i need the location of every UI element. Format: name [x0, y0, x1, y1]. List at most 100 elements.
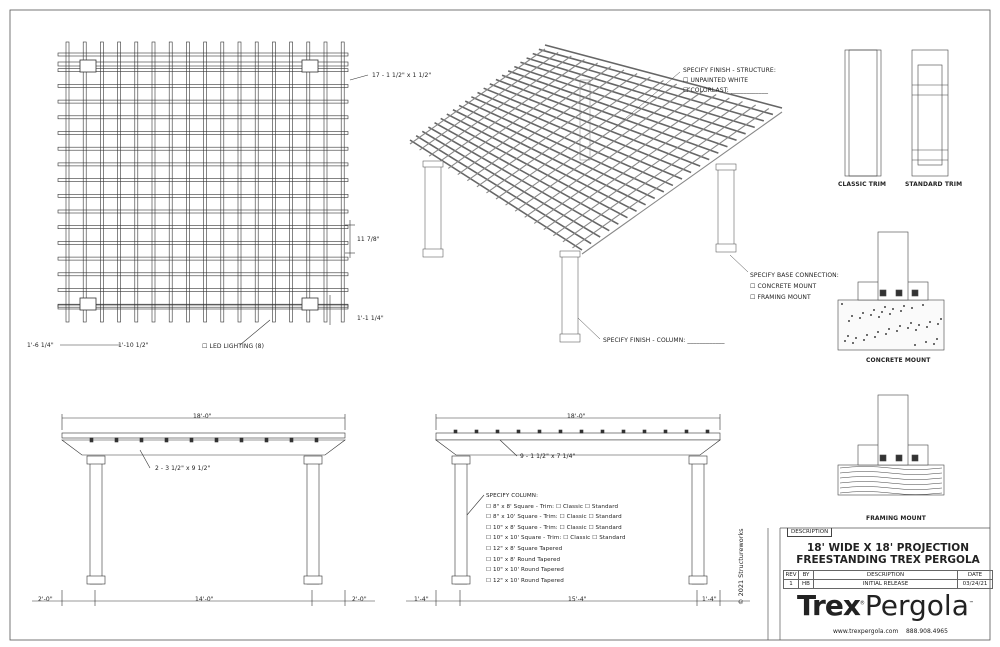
column-option[interactable]: ☐ 8" x 10' Square - Trim: ☐ Classic ☐ St… [486, 514, 622, 521]
elevation-column [454, 457, 468, 585]
rev-description: INITIAL RELEASE [813, 579, 958, 589]
plan-slat [57, 225, 349, 229]
leader [349, 74, 369, 81]
aggregate-dot [913, 343, 916, 346]
column-option[interactable]: ☐ 10" x 8' Square - Trim: ☐ Classic ☐ St… [486, 524, 622, 531]
title-block: DESCRIPTION 18' WIDE X 18' PROJECTION FR… [783, 528, 993, 638]
plan-rafter [100, 41, 104, 323]
perspective-slat [440, 117, 628, 219]
aggregate-dot [854, 336, 857, 339]
column-option[interactable]: ☐ 12" x 8' Square Tapered [486, 545, 563, 552]
column-spec: SPECIFY COLUMN: ☐ 8" x 8' Square - Trim:… [486, 491, 625, 586]
slat-end [537, 429, 542, 434]
registered-mark: ® [859, 600, 865, 607]
copyright: © 2021 Structureworks [737, 528, 745, 605]
bolt [895, 454, 903, 462]
plan-column-bracket [79, 59, 97, 73]
slats-label: 17 - 1 1/2" x 1 1/2" [372, 72, 432, 79]
plan-column-bracket [301, 59, 319, 73]
aggregate-dot [936, 322, 939, 325]
column-cap [559, 250, 581, 258]
aggregate-dot [888, 312, 891, 315]
website[interactable]: www.trexpergola.com [833, 628, 899, 635]
aggregate-dot [861, 311, 864, 314]
perspective-rafter [505, 83, 677, 206]
left-overall-dim: 18'-0" [193, 413, 212, 420]
aggregate-dot [924, 340, 927, 343]
aggregate-dot [925, 325, 928, 328]
sheet-border [9, 9, 991, 641]
option-framing-mount[interactable]: ☐ FRAMING MOUNT [750, 294, 811, 301]
plan-slat [57, 162, 349, 167]
column-base [559, 333, 581, 343]
perspective-rafter [467, 69, 625, 182]
column-base [688, 575, 708, 585]
perspective-rafter [514, 87, 691, 212]
column-option[interactable]: ☐ 10" x 10' Round Tapered [486, 567, 564, 574]
wood-grain [839, 481, 943, 485]
aggregate-dot [880, 310, 883, 313]
aggregate-dot [899, 309, 902, 312]
right-dim-1: 1'-4" [414, 596, 429, 603]
perspective-rafter [486, 76, 651, 194]
aggregate-dot [858, 316, 861, 319]
left-dim-label: 1'-6 1/4" [27, 342, 54, 349]
option-concrete-mount[interactable]: ☐ CONCRETE MOUNT [750, 283, 817, 290]
option-colorlast[interactable]: ☐ COLORLAST: ____________ [683, 87, 769, 94]
slat-end [579, 429, 584, 434]
column-option[interactable]: ☐ 10" x 10' Square - Trim: ☐ Classic ☐ S… [486, 535, 626, 542]
perspective-rafter [581, 111, 783, 255]
option-unpainted-white[interactable]: ☐ UNPAINTED WHITE [683, 77, 749, 84]
perspective-rafter [428, 55, 572, 157]
plan-view [57, 41, 369, 346]
rev-date: 03/24/21 [957, 579, 993, 589]
plan-slat [57, 178, 349, 182]
slat-end [558, 429, 563, 434]
standard-trim-shaft [917, 64, 943, 166]
phone: 888.908.4965 [905, 628, 948, 635]
aggregate-dot [846, 334, 849, 337]
slat-end [474, 429, 479, 434]
column-option[interactable]: ☐ 12" x 10' Round Tapered [486, 577, 564, 584]
plan-rafter [82, 41, 87, 323]
perspective-slat [520, 61, 746, 135]
plan-rafter [289, 41, 293, 323]
column-base [86, 575, 106, 585]
aggregate-dot [869, 313, 872, 316]
plan-rafter [306, 41, 311, 323]
column-base [303, 575, 323, 585]
by-header: BY [798, 570, 814, 580]
aggregate-dot [883, 305, 886, 308]
plan-rafter [151, 41, 156, 323]
perspective-rafter [572, 108, 770, 249]
rafter-dim-label: 1'-10 1/2" [118, 342, 149, 349]
base-connection-spec: SPECIFY BASE CONNECTION: ☐ CONCRETE MOUN… [750, 270, 839, 303]
column-cap [422, 160, 444, 168]
aggregate-dot [851, 341, 854, 344]
framing-mount-label: FRAMING MOUNT [866, 515, 926, 522]
aggregate-dot [843, 339, 846, 342]
perspective-rafter [524, 90, 704, 218]
column-option[interactable]: ☐ 8" x 8' Square - Trim: ☐ Classic ☐ Sta… [486, 503, 619, 510]
plan-beam [57, 304, 349, 310]
aggregate-dot [910, 306, 913, 309]
rafter-end [314, 437, 319, 443]
plan-rafter [237, 41, 242, 323]
wood-grain [839, 476, 943, 480]
finish-structure-spec: SPECIFY FINISH - STRUCTURE: ☐ UNPAINTED … [683, 66, 776, 96]
column-cap [451, 455, 471, 465]
overhang-label: 1'-1 1/4" [357, 315, 384, 322]
aggregate-dot [906, 326, 909, 329]
perspective-column-back [579, 79, 591, 161]
column-base [451, 575, 471, 585]
column-option[interactable]: ☐ 10" x 8' Round Tapered [486, 556, 561, 563]
date-header: DATE [957, 570, 993, 580]
aggregate-dot [862, 338, 865, 341]
slat-end [663, 429, 668, 434]
perspective-rafter [409, 48, 546, 145]
bolt [911, 289, 919, 297]
plan-slat [57, 241, 349, 245]
slat-end [600, 429, 605, 434]
perspective-slat [464, 100, 665, 193]
wood-grain [839, 471, 943, 475]
